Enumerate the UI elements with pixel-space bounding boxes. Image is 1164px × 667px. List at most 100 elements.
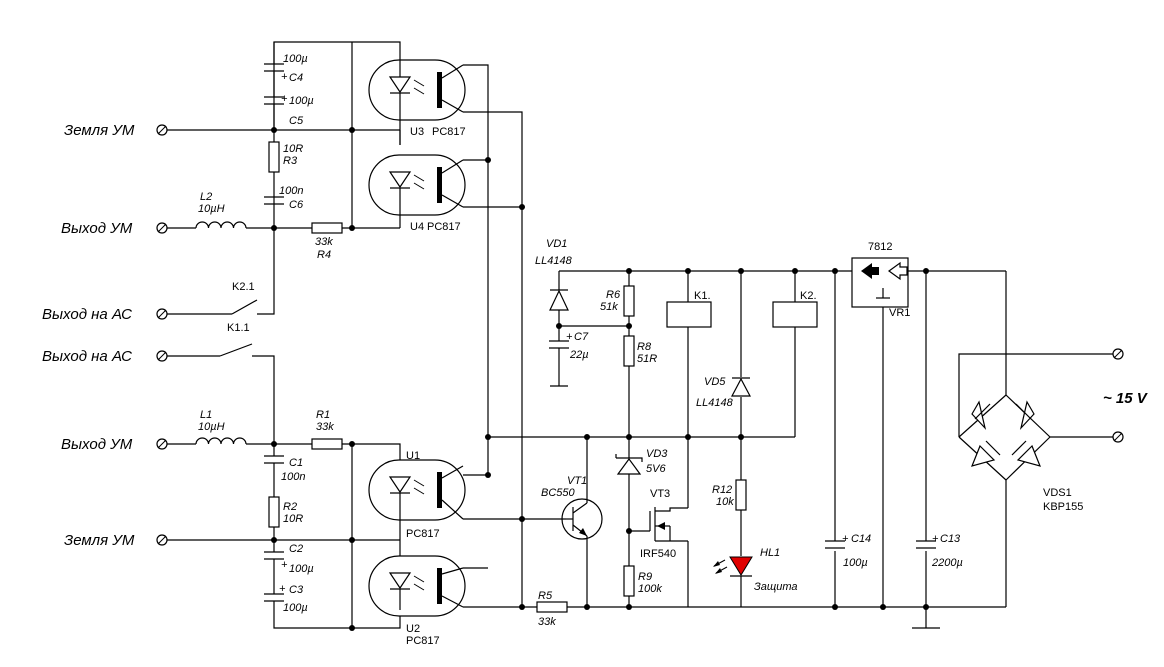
svg-text:LL4148: LL4148: [535, 255, 573, 267]
resistor-r2: R2 10R: [268, 496, 303, 528]
svg-text:PC817: PC817: [406, 635, 440, 647]
svg-text:LL4148: LL4148: [696, 397, 734, 409]
terminal-label: Земля УМ: [64, 532, 135, 549]
svg-text:R1: R1: [316, 409, 330, 421]
capacitor-c13: + C13 2200µ: [916, 533, 963, 569]
svg-text:100n: 100n: [281, 471, 305, 483]
svg-text:R9: R9: [638, 571, 652, 583]
svg-text:VD3: VD3: [646, 448, 668, 460]
svg-text:R12: R12: [712, 484, 732, 496]
capacitor-c6: 100n C6: [264, 185, 304, 211]
bridge-rectifier-vds1: VDS1 KBP155: [958, 394, 1083, 513]
capacitor-c5: + 100µ C5: [264, 93, 314, 130]
terminal-output-1[interactable]: Выход УМ: [61, 220, 168, 237]
relay-k2: K2.: [772, 290, 818, 328]
svg-text:PC817: PC817: [427, 221, 461, 233]
svg-text:100k: 100k: [638, 583, 662, 595]
optocoupler-u3: U3 PC817: [368, 59, 466, 145]
svg-text:7812: 7812: [868, 241, 892, 253]
mosfet-vt3: VT3 IRF540: [640, 488, 688, 560]
capacitor-c3: + C3 100µ: [264, 583, 308, 614]
svg-text:51R: 51R: [637, 353, 657, 365]
resistor-r8: R8 51R: [623, 335, 657, 367]
terminal-speaker-1[interactable]: Выход на АС: [42, 306, 168, 323]
svg-text:C4: C4: [289, 72, 303, 84]
svg-text:10µH: 10µH: [198, 203, 225, 215]
terminal-label: Выход УМ: [61, 220, 133, 237]
svg-text:33k: 33k: [538, 616, 556, 628]
diode-vd1: VD1 LL4148: [535, 238, 573, 311]
supply-voltage-label: ~ 15 V: [1103, 390, 1149, 407]
svg-text:VT1: VT1: [567, 475, 587, 487]
svg-text:R5: R5: [538, 590, 553, 602]
terminal-label: Выход на АС: [42, 306, 132, 323]
svg-text:+: +: [932, 533, 939, 545]
svg-text:VR1: VR1: [889, 307, 910, 319]
svg-text:C5: C5: [289, 115, 304, 127]
terminal-earth-2[interactable]: Земля УМ: [64, 532, 168, 549]
svg-text:10R: 10R: [283, 513, 303, 525]
svg-text:C13: C13: [940, 533, 961, 545]
svg-text:PC817: PC817: [432, 126, 466, 138]
svg-text:KBP155: KBP155: [1043, 501, 1083, 513]
inductor-l2: L2 10µH: [195, 191, 247, 229]
svg-text:VD1: VD1: [546, 238, 567, 250]
svg-text:100µ: 100µ: [289, 95, 314, 107]
svg-text:10k: 10k: [716, 496, 734, 508]
svg-text:22µ: 22µ: [569, 349, 589, 361]
svg-text:U2: U2: [406, 623, 420, 635]
svg-text:K2.: K2.: [800, 290, 817, 302]
terminal-label: Земля УМ: [64, 122, 135, 139]
resistor-r4: 33k R4: [311, 222, 343, 261]
optocoupler-u4: U4 PC817: [368, 154, 466, 233]
svg-text:C7: C7: [574, 331, 589, 343]
svg-text:+: +: [281, 559, 288, 571]
relay-k1: K1.: [666, 290, 712, 328]
terminal-earth-1[interactable]: Земля УМ: [64, 122, 168, 139]
svg-text:R2: R2: [283, 501, 297, 513]
svg-text:+: +: [842, 533, 849, 545]
optocoupler-u1: U1 PC817: [368, 450, 466, 540]
transistor-vt1: VT1 BC550: [541, 475, 603, 540]
svg-text:2200µ: 2200µ: [931, 557, 963, 569]
svg-text:+: +: [281, 71, 288, 83]
inductor-l1: L1 10µH: [195, 409, 247, 445]
svg-text:VDS1: VDS1: [1043, 487, 1072, 499]
svg-text:5V6: 5V6: [646, 463, 666, 475]
svg-text:+: +: [566, 331, 573, 343]
svg-text:U1: U1: [406, 450, 420, 462]
resistor-r3: 10R R3: [268, 141, 303, 173]
svg-text:C14: C14: [851, 533, 871, 545]
capacitor-c2: C2 + 100µ: [264, 543, 314, 594]
svg-text:R4: R4: [317, 249, 331, 261]
svg-text:L1: L1: [200, 409, 212, 421]
terminal-speaker-2[interactable]: Выход на АС: [42, 348, 168, 365]
svg-text:100µ: 100µ: [843, 557, 868, 569]
svg-text:51k: 51k: [600, 301, 618, 313]
svg-text:VT3: VT3: [650, 488, 670, 500]
terminal-output-2[interactable]: Выход УМ: [61, 436, 168, 453]
svg-text:VD5: VD5: [704, 376, 726, 388]
resistor-r1: R1 33k: [311, 409, 343, 450]
svg-text:+: +: [279, 583, 286, 595]
led-hl1: HL1 Защита: [713, 547, 798, 593]
terminal-ac-1[interactable]: [1112, 348, 1124, 360]
svg-text:100µ: 100µ: [289, 563, 314, 575]
svg-text:100n: 100n: [279, 185, 303, 197]
svg-text:10µH: 10µH: [198, 421, 225, 433]
svg-text:R3: R3: [283, 155, 298, 167]
capacitor-c1: C1 100n: [264, 455, 305, 483]
terminal-ac-2[interactable]: [1112, 431, 1124, 443]
svg-text:10R: 10R: [283, 143, 303, 155]
svg-text:R8: R8: [637, 341, 652, 353]
terminal-label: Выход УМ: [61, 436, 133, 453]
svg-text:C6: C6: [289, 199, 304, 211]
resistor-r5: R5 33k: [536, 590, 568, 628]
svg-text:HL1: HL1: [760, 547, 780, 559]
svg-text:C1: C1: [289, 457, 303, 469]
svg-text:K1.1: K1.1: [227, 322, 250, 334]
svg-text:PC817: PC817: [406, 528, 440, 540]
svg-text:L2: L2: [200, 191, 212, 203]
optocoupler-u2: U2 PC817: [368, 555, 466, 647]
